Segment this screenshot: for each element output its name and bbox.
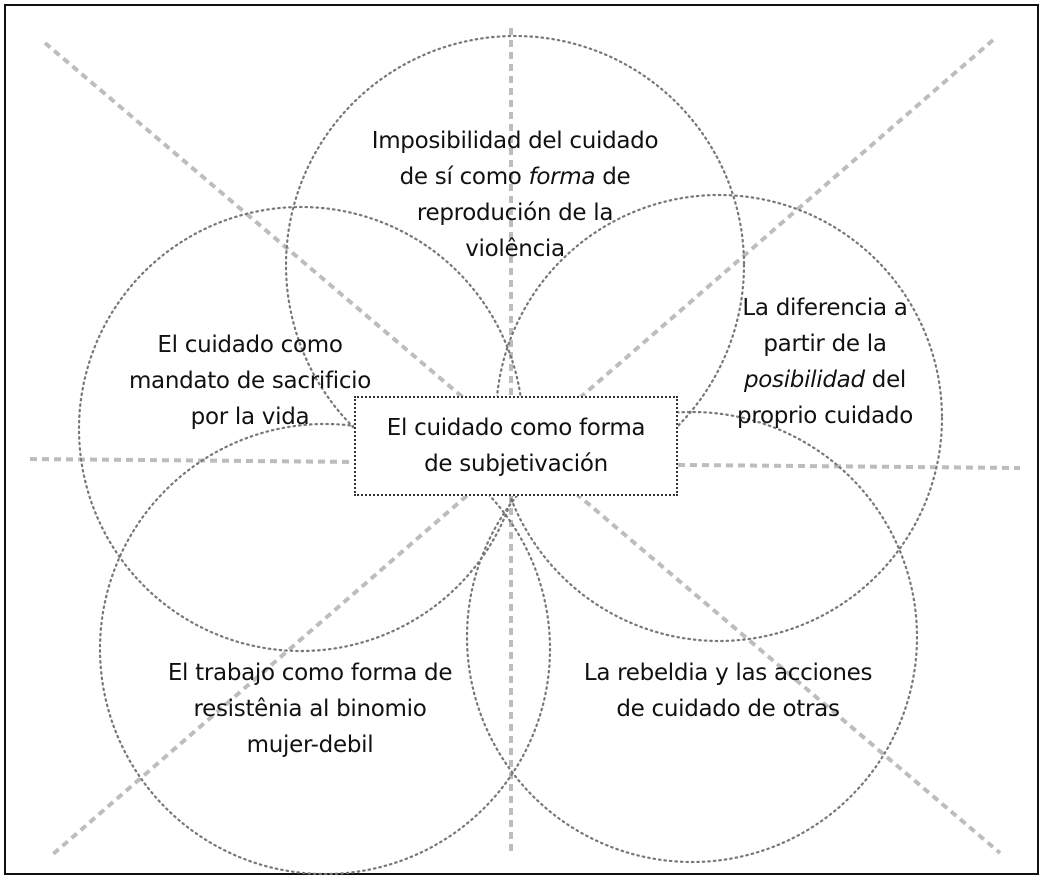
- label-line: proprio cuidado: [700, 398, 950, 434]
- label-text: de sí como: [399, 164, 529, 190]
- bottom-left-petal-label: El trabajo como forma de resistênia al bi…: [130, 655, 490, 763]
- label-text: de: [595, 164, 631, 190]
- label-line: partir de la: [700, 326, 950, 362]
- left-petal-label: El cuidado como mandato de sacrificio por …: [90, 327, 410, 435]
- label-text: reprodución de la: [416, 200, 614, 226]
- label-text: proprio cuidado: [737, 403, 913, 429]
- label-line: de sí como forma de: [340, 159, 690, 195]
- label-line: posibilidad del: [700, 362, 950, 398]
- label-line: El cuidado como: [157, 332, 343, 358]
- right-petal-label: La diferencia a partir de la posibilidad d…: [700, 290, 950, 434]
- label-line: por la vida: [190, 404, 310, 430]
- label-line: de subjetivación: [424, 451, 608, 477]
- top-petal-label: Imposibilidad del cuidado de sí como form…: [340, 123, 690, 267]
- label-text: del: [864, 367, 907, 393]
- label-text: violência: [465, 236, 565, 262]
- label-line: mujer-debil: [246, 732, 374, 758]
- label-line: El cuidado como forma: [386, 415, 646, 441]
- center-concept-box: [354, 396, 678, 496]
- label-emphasis: posibilidad: [743, 367, 865, 393]
- label-line: reprodución de la: [340, 195, 690, 231]
- label-emphasis: forma: [528, 164, 596, 190]
- label-line: Imposibilidad del cuidado: [340, 123, 690, 159]
- label-line: El trabajo como forma de: [167, 660, 453, 686]
- circle-bottom-right: [465, 410, 919, 864]
- circle-bottom-left: [98, 422, 552, 876]
- center-concept-label: El cuidado como forma de subjetivación: [354, 410, 678, 482]
- label-line: violência: [340, 231, 690, 267]
- label-line: mandato de sacrificio: [128, 368, 372, 394]
- label-line: La rebeldia y las acciones: [583, 660, 873, 686]
- label-text: La diferencia a: [742, 295, 908, 321]
- label-line: resistênia al binomio: [193, 696, 427, 722]
- axis-diagonal-ascending: [50, 38, 995, 857]
- bottom-right-petal-label: La rebeldia y las acciones de cuidado de …: [548, 655, 908, 727]
- label-line: La diferencia a: [700, 290, 950, 326]
- label-text: Imposibilidad del cuidado: [371, 128, 659, 154]
- label-line: de cuidado de otras: [616, 696, 840, 722]
- label-text: partir de la: [763, 331, 887, 357]
